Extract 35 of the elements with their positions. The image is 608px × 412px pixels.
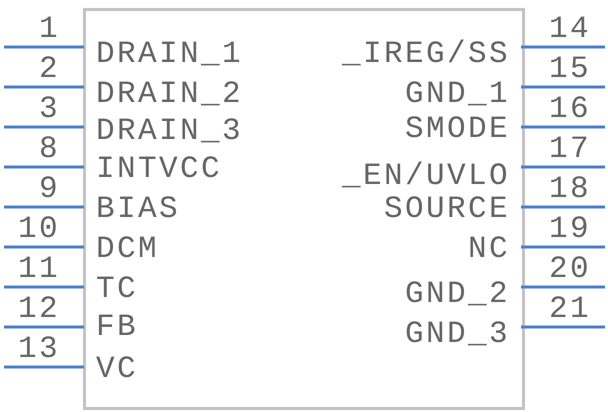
pin-number: 16 — [549, 92, 592, 128]
pin-number: 17 — [549, 132, 592, 168]
pin-name: GND_2 — [404, 277, 510, 313]
pin-name: GND_3 — [404, 317, 510, 353]
pin-name: GND_1 — [404, 77, 510, 113]
pin-number: 20 — [549, 252, 592, 288]
pin-number: 2 — [38, 52, 60, 88]
pin-number: 14 — [549, 12, 592, 48]
pin-name: DRAIN_1 — [96, 37, 244, 73]
pin-number: 11 — [18, 252, 60, 288]
chip-body — [83, 8, 525, 410]
pin-number: 3 — [38, 92, 60, 128]
pin-number: 12 — [18, 292, 60, 328]
pin-name: DRAIN_3 — [96, 114, 244, 150]
pin-name: _EN/UVLO — [342, 159, 510, 195]
pin-number: 1 — [38, 12, 60, 48]
pin-name: _IREG/SS — [342, 37, 510, 73]
pin-number: 9 — [38, 172, 60, 208]
pin-number: 13 — [18, 332, 60, 368]
pin-name: SMODE — [404, 112, 510, 148]
pin-name: VC — [96, 352, 138, 388]
pin-name: NC — [468, 232, 510, 268]
pin-number: 19 — [549, 212, 592, 248]
pin-number: 21 — [549, 292, 592, 328]
pin-number: 18 — [549, 172, 592, 208]
pin-name: INTVCC — [96, 152, 222, 188]
pin-number: 10 — [18, 212, 60, 248]
pin-number: 8 — [38, 132, 60, 168]
pin-name: BIAS — [96, 192, 180, 228]
pin-name: TC — [96, 272, 138, 308]
pin-number: 15 — [549, 52, 592, 88]
pin-name: DCM — [96, 232, 160, 268]
pin-name: DRAIN_2 — [96, 77, 244, 113]
pin-name: SOURCE — [384, 192, 510, 228]
pin-name: FB — [96, 310, 138, 346]
